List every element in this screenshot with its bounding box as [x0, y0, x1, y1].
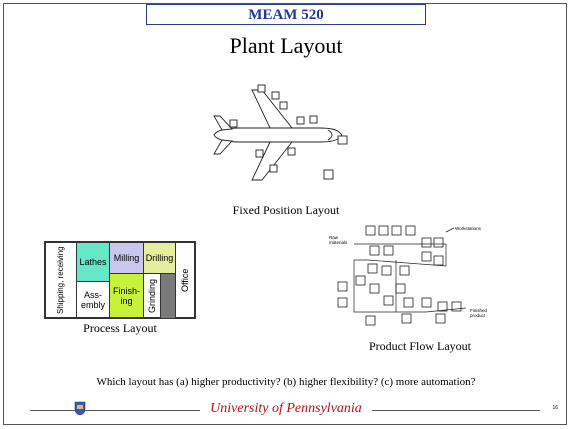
workstation-box	[337, 297, 348, 308]
workstation-box	[401, 313, 412, 324]
page-number: 16	[552, 405, 558, 411]
workstation-box	[421, 251, 432, 262]
workstation-box	[421, 237, 432, 248]
workstation-box	[391, 225, 402, 236]
footer-line-right	[372, 410, 540, 411]
process-layout-diagram: Shipping, receiving Lathes Milling Drill…	[44, 241, 196, 319]
workstations-label: Workstations	[455, 226, 482, 231]
workstation-box	[296, 116, 305, 125]
workstation-box	[383, 245, 394, 256]
footer-line-left	[30, 410, 200, 411]
workstation-box	[269, 164, 278, 173]
slide-title: Plant Layout	[229, 33, 343, 58]
workstation-box	[378, 225, 389, 236]
workstation-box	[421, 297, 432, 308]
workstation-box	[381, 265, 392, 276]
fixed-position-caption: Fixed Position Layout	[232, 203, 340, 217]
workstation-box	[451, 301, 462, 312]
lathes-cell: Lathes	[76, 242, 110, 282]
workstation-box	[403, 297, 414, 308]
workstation-box	[369, 283, 380, 294]
workstation-box	[229, 119, 238, 128]
university-name: University of Pennsylvania	[210, 401, 362, 416]
assembly-cell: Ass- embly	[76, 281, 110, 318]
workstation-box	[367, 263, 378, 274]
milling-cell: Milling	[109, 242, 144, 274]
workstation-box	[405, 225, 416, 236]
workstation-box	[395, 283, 406, 294]
workstation-box	[309, 115, 318, 124]
workstation-box	[435, 313, 446, 324]
workstation-box	[399, 265, 410, 276]
workstation-box	[271, 91, 280, 100]
shipping-cell: Shipping, receiving	[45, 242, 77, 318]
workstation-box	[355, 275, 366, 286]
process-caption: Process Layout	[83, 321, 157, 335]
workstation-box	[365, 225, 376, 236]
airplane-nose	[327, 129, 333, 141]
product-flow-caption: Product Flow Layout	[369, 339, 471, 353]
workstation-box	[287, 147, 296, 156]
airplane-diagram	[213, 84, 348, 181]
workstations-pointer	[445, 227, 455, 233]
grinding-cell: Grinding	[143, 273, 161, 318]
finishing-cell: Finish- ing	[109, 273, 144, 318]
airplane-tail-lower	[213, 139, 233, 155]
workstation-box	[279, 101, 288, 110]
question-text: Which layout has (a) higher productivity…	[96, 376, 476, 388]
airplane-fuselage	[213, 127, 342, 143]
workstation-box	[257, 84, 266, 93]
drilling-cell: Drilling	[143, 242, 176, 274]
airplane-tail-upper	[213, 115, 233, 131]
airplane-wing-lower	[251, 141, 293, 181]
workstation-box	[337, 281, 348, 292]
workstation-box	[383, 295, 394, 306]
workstation-box	[369, 245, 380, 256]
slide-frame	[3, 3, 567, 425]
workstation-box	[437, 301, 448, 312]
workstation-box	[365, 315, 376, 326]
course-header: MEAM 520	[146, 4, 426, 25]
workstation-box	[433, 237, 444, 248]
workstation-box	[255, 149, 264, 158]
office-cell: Office	[175, 242, 195, 318]
workstation-box	[433, 255, 444, 266]
workstation-box	[337, 135, 348, 145]
workstation-box	[323, 169, 334, 180]
university-seal-icon	[74, 401, 86, 416]
flow-path	[353, 243, 467, 313]
